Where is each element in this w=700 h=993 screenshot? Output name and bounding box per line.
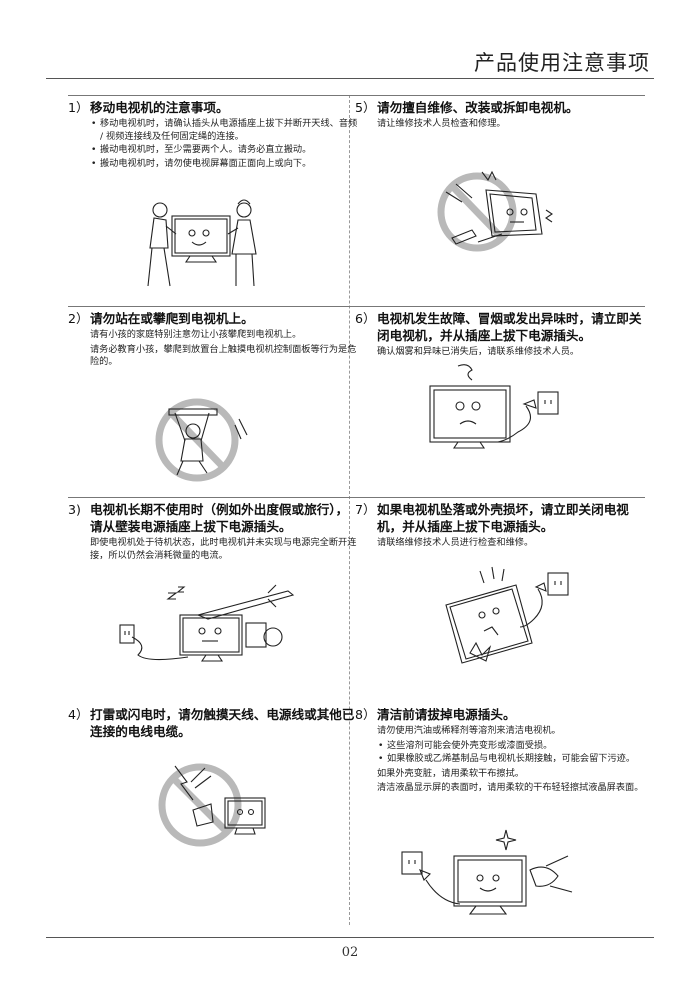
lightning-touch-prohibited-illustration — [158, 763, 266, 847]
column-divider — [349, 95, 350, 925]
section-3: 3)电视机长期不使用时（例如外出度假或旅行），请从壁装电源插座上拔下电源插头。 … — [68, 497, 358, 564]
footer-rule — [46, 937, 654, 938]
header-rule — [46, 78, 654, 79]
section-4: 4）打雷或闪电时，请勿触摸天线、电源线或其他已连接的电线电缆。 — [68, 706, 358, 740]
list-item: 这些溶剂可能会使外壳变形或漆面受损。 — [377, 740, 645, 753]
section-heading: 3)电视机长期不使用时（例如外出度假或旅行），请从壁装电源插座上拔下电源插头。 — [68, 502, 349, 534]
section-7: 7）如果电视机坠落或外壳损坏，请立即关闭电视机，并从插座上拔下电源插头。 请联络… — [355, 497, 645, 552]
list-item: 如果橡胶或乙烯基制品与电视机长期接触，可能会留下污迹。 — [377, 753, 645, 766]
section-heading: 2）请勿站在或攀爬到电视机上。 — [68, 311, 254, 326]
fallen-tv-unplug-illustration — [445, 566, 569, 664]
section-rule — [68, 95, 358, 96]
paragraph: 请让维修技术人员检查和修理。 — [377, 118, 506, 129]
paragraph: 请务必教育小孩，攀爬到放置台上触摸电视机控制面板等行为是危险的。 — [90, 343, 357, 368]
two-people-carrying-tv-illustration — [147, 199, 257, 287]
paragraph: 如果外壳变脏，请用柔软干布擦拭。 — [377, 767, 524, 779]
section-rule — [355, 306, 645, 307]
section-5: 5）请勿擅自维修、改装或拆卸电视机。 请让维修技术人员检查和修理。 — [355, 95, 645, 133]
page-number: 02 — [341, 945, 359, 960]
unplug-tv-vacation-illustration — [119, 584, 295, 662]
paragraph: 清洁液晶显示屏的表面时，请用柔软的干布轻轻擦拭液晶屏表面。 — [377, 782, 644, 793]
section-rule — [355, 497, 645, 498]
paragraph: 请联络维修技术人员进行检查和维修。 — [377, 537, 534, 548]
section-rule — [68, 306, 358, 307]
section-8: 8）清洁前请拔掉电源插头。 请勿使用汽油或稀释剂等溶剂来清洁电视机。 这些溶剂可… — [355, 706, 645, 797]
section-heading: 7）如果电视机坠落或外壳损坏，请立即关闭电视机，并从插座上拔下电源插头。 — [355, 502, 629, 534]
section-1: 1）移动电视机的注意事项。 移动电视机时，请确认插头从电源插座上拔下并断开天线、… — [68, 95, 358, 171]
list-item: 移动电视机时，请确认插头从电源插座上拔下并断开天线、音频 / 视频连接线及任何固… — [90, 118, 358, 143]
child-climbing-tv-prohibited-illustration — [155, 398, 248, 482]
paragraph: 请有小孩的家庭特别注意勿让小孩攀爬到电视机上。 — [90, 329, 302, 340]
section-rule — [355, 95, 645, 96]
list-item: 搬动电视机时，至少需要两个人。请务必直立搬动。 — [90, 144, 358, 157]
paragraph: 即使电视机处于待机状态，此时电视机并未实现与电源完全断开连接，所以仍然会消耗微量… — [90, 537, 357, 561]
smoking-tv-unplug-illustration — [429, 364, 559, 449]
section-heading: 5）请勿擅自维修、改装或拆卸电视机。 — [355, 100, 579, 115]
section-heading: 8）清洁前请拔掉电源插头。 — [355, 707, 516, 722]
section-heading: 6）电视机发生故障、冒烟或发出异味时，请立即关闭电视机，并从插座上拔下电源插头。 — [355, 311, 642, 343]
cleaning-tv-illustration — [401, 829, 573, 915]
page-title: 产品使用注意事项 — [474, 51, 650, 75]
section-heading: 4）打雷或闪电时，请勿触摸天线、电源线或其他已连接的电线电缆。 — [68, 707, 355, 739]
section-6: 6）电视机发生故障、冒烟或发出异味时，请立即关闭电视机，并从插座上拔下电源插头。… — [355, 306, 645, 361]
section-rule — [68, 497, 358, 498]
section-heading: 1）移动电视机的注意事项。 — [68, 100, 229, 115]
list-item: 搬动电视机时，请勿使电视屏幕面正面向上或向下。 — [90, 158, 358, 171]
no-disassembly-prohibited-illustration — [437, 170, 553, 252]
paragraph: 确认烟雾和异味已消失后，请联系维修技术人员。 — [377, 346, 580, 357]
section-2: 2）请勿站在或攀爬到电视机上。 请有小孩的家庭特别注意勿让小孩攀爬到电视机上。 … — [68, 306, 358, 371]
paragraph: 请勿使用汽油或稀释剂等溶剂来清洁电视机。 — [377, 725, 561, 736]
